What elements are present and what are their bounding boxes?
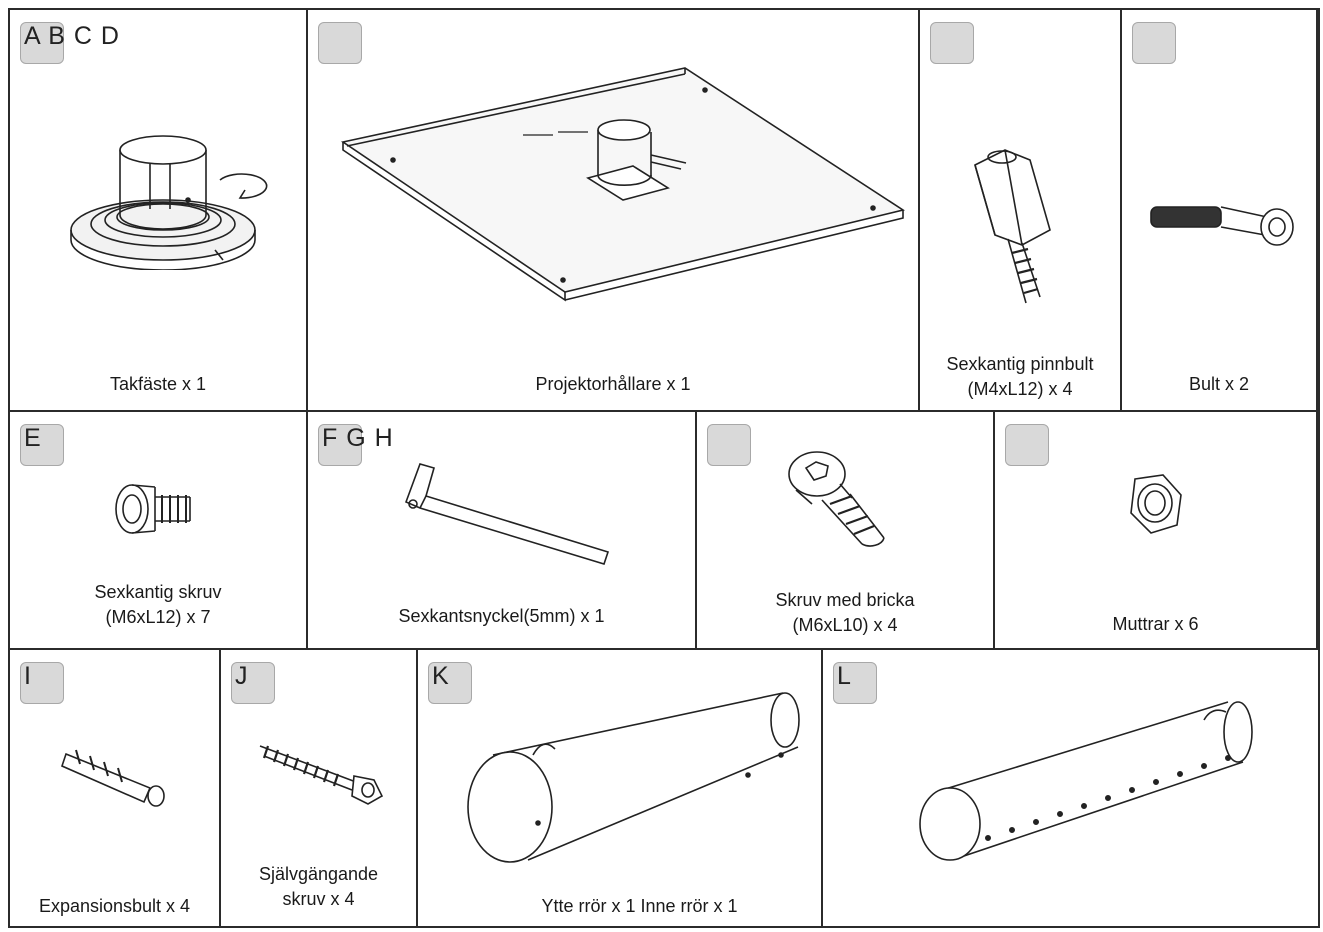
hex-standoff-icon bbox=[960, 135, 1070, 310]
inner-tube-icon bbox=[908, 690, 1268, 870]
parts-list-sheet: A B C D Takfäste x 1 bbox=[8, 8, 1320, 928]
part-badge bbox=[930, 22, 974, 64]
washer-screw-icon bbox=[782, 442, 902, 557]
part-letters: K bbox=[432, 662, 450, 690]
part-badge bbox=[318, 22, 362, 64]
part-badge bbox=[1005, 424, 1049, 466]
allen-key-icon bbox=[398, 452, 618, 572]
part-caption: Ytte rrör x 1 Inne rrör x 1 bbox=[541, 896, 738, 916]
part-caption: Självgängande skruv x 4 bbox=[258, 864, 379, 909]
wall-anchor-icon bbox=[60, 740, 170, 810]
part-badge bbox=[20, 22, 64, 64]
part-badge bbox=[707, 424, 751, 466]
part-letters: I bbox=[24, 662, 32, 690]
part-cell-self-tapping-screw: J Självgängande skruv x 4 bbox=[221, 650, 418, 926]
part-caption: Skruv med bricka (M6xL10) x 4 bbox=[775, 590, 915, 635]
part-cell-ceiling-mount: A B C D Takfäste x 1 bbox=[10, 10, 308, 412]
part-badge bbox=[318, 424, 362, 466]
ceiling-mount-icon bbox=[60, 120, 290, 270]
hex-screw-icon bbox=[110, 477, 200, 547]
part-badge bbox=[833, 662, 877, 704]
part-letters: J bbox=[235, 662, 249, 690]
self-tapping-screw-icon bbox=[256, 738, 391, 808]
part-cell-projector-plate: Projektorhållare x 1 bbox=[308, 10, 920, 412]
part-badge bbox=[20, 662, 64, 704]
outer-tube-icon bbox=[453, 685, 813, 865]
part-badge bbox=[1132, 22, 1176, 64]
part-cell-hex-standoff: Sexkantig pinnbult (M4xL12) x 4 bbox=[920, 10, 1122, 412]
part-letters: E bbox=[24, 424, 42, 452]
part-letters: L bbox=[837, 662, 852, 690]
part-letters: F G H bbox=[322, 424, 394, 452]
bolt-icon bbox=[1147, 195, 1307, 265]
part-caption: Bult x 2 bbox=[1188, 374, 1250, 394]
part-cell-washer-screw: Skruv med bricka (M6xL10) x 4 bbox=[697, 412, 995, 650]
part-cell-allen-key: F G H Sexkantsnyckel(5mm) x 1 bbox=[308, 412, 697, 650]
part-caption: Sexkantsnyckel(5mm) x 1 bbox=[398, 606, 605, 626]
part-caption: Muttrar x 6 bbox=[1112, 614, 1199, 634]
part-caption: Expansionsbult x 4 bbox=[38, 896, 191, 916]
part-cell-inner-tube: L bbox=[823, 650, 1318, 926]
part-caption: Projektorhållare x 1 bbox=[535, 374, 691, 394]
part-cell-nut: Muttrar x 6 bbox=[995, 412, 1318, 650]
part-cell-bolt: Bult x 2 bbox=[1122, 10, 1318, 412]
part-badge bbox=[428, 662, 472, 704]
projector-plate-icon bbox=[333, 60, 913, 310]
part-letters: A B C D bbox=[24, 22, 120, 50]
part-badge bbox=[231, 662, 275, 704]
part-badge bbox=[20, 424, 64, 466]
part-cell-wall-anchor: I Expansionsbult x 4 bbox=[10, 650, 221, 926]
part-caption: Sexkantig pinnbult (M4xL12) x 4 bbox=[946, 354, 1094, 399]
part-caption: Sexkantig skruv (M6xL12) x 7 bbox=[94, 582, 222, 627]
part-cell-hex-screw: E Sexkantig skruv (M6xL12) x 7 bbox=[10, 412, 308, 650]
part-caption: Takfäste x 1 bbox=[109, 374, 207, 394]
part-cell-outer-tube: K Ytte rrör x 1 Inne rrör x 1 bbox=[418, 650, 823, 926]
nut-icon bbox=[1115, 467, 1195, 547]
